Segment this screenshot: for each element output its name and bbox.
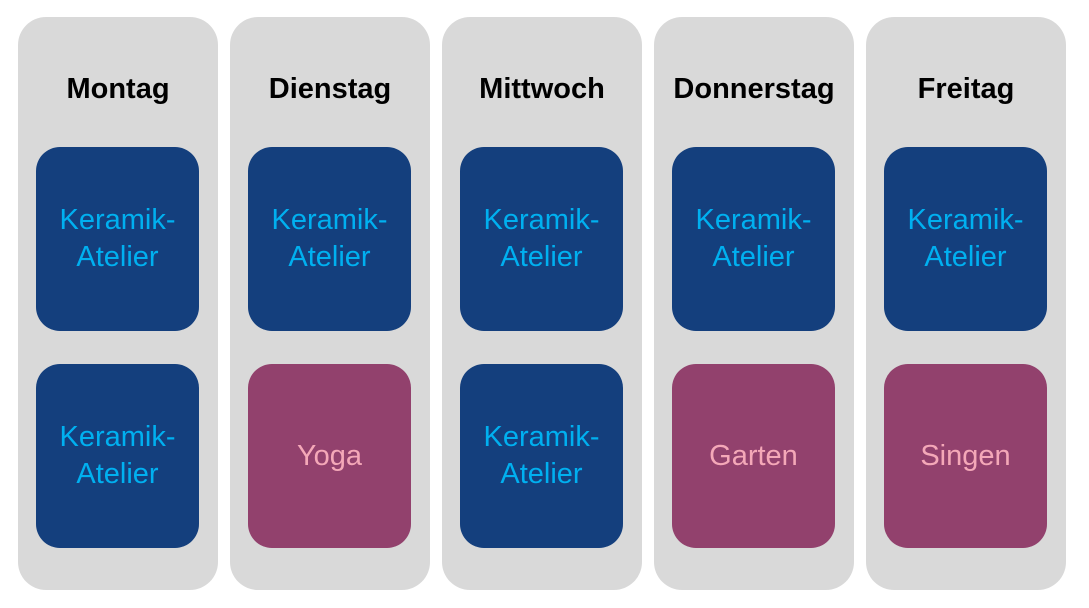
- activity-label: Keramik- Atelier: [59, 419, 175, 493]
- activity-label-line: Atelier: [76, 458, 159, 490]
- activity-label-line: Keramik-: [907, 204, 1024, 236]
- activity-card: Singen: [884, 364, 1047, 548]
- day-column-donnerstag: Donnerstag Keramik- Atelier Garten: [654, 17, 854, 590]
- activity-label: Keramik- Atelier: [695, 202, 811, 276]
- activity-label-line: Atelier: [500, 241, 583, 273]
- activity-card: Yoga: [248, 364, 411, 548]
- day-title: Dienstag: [268, 73, 392, 105]
- day-title: Donnerstag: [673, 73, 835, 105]
- activity-label-line: Atelier: [288, 241, 371, 273]
- activity-label: Keramik- Atelier: [907, 202, 1023, 276]
- activity-card: Keramik- Atelier: [460, 147, 623, 331]
- activity-label-line: Atelier: [76, 241, 159, 273]
- activity-label-line: Keramik-: [483, 421, 600, 453]
- activity-label-line: Garten: [709, 439, 798, 472]
- activity-label-line: Atelier: [712, 241, 795, 273]
- day-title: Mittwoch: [479, 73, 605, 105]
- activity-label-line: Atelier: [924, 241, 1007, 273]
- activity-label: Keramik- Atelier: [483, 419, 599, 493]
- activity-card: Keramik- Atelier: [36, 364, 199, 548]
- activity-label-line: Keramik-: [59, 204, 176, 236]
- activity-card: Keramik- Atelier: [36, 147, 199, 331]
- activity-label-line: Keramik-: [59, 421, 176, 453]
- activity-label-line: Singen: [920, 439, 1011, 472]
- activity-label: Keramik- Atelier: [59, 202, 175, 276]
- day-title: Freitag: [917, 73, 1015, 105]
- activity-card: Keramik- Atelier: [460, 364, 623, 548]
- activity-label: Yoga: [297, 438, 362, 475]
- activity-label-line: Atelier: [500, 458, 583, 490]
- activity-label-line: Yoga: [296, 439, 363, 472]
- day-column-mittwoch: Mittwoch Keramik- Atelier Keramik- Ateli…: [442, 17, 642, 590]
- day-title: Montag: [66, 73, 170, 105]
- day-column-montag: Montag Keramik- Atelier Keramik- Atelier: [18, 17, 218, 590]
- activity-card: Garten: [672, 364, 835, 548]
- day-column-dienstag: Dienstag Keramik- Atelier Yoga: [230, 17, 430, 590]
- activity-label: Singen: [920, 438, 1010, 475]
- activity-label-line: Keramik-: [271, 204, 388, 236]
- activity-label: Garten: [709, 438, 798, 475]
- activity-label-line: Keramik-: [695, 204, 812, 236]
- activity-card: Keramik- Atelier: [248, 147, 411, 331]
- activity-label: Keramik- Atelier: [483, 202, 599, 276]
- activity-card: Keramik- Atelier: [672, 147, 835, 331]
- activity-label-line: Keramik-: [483, 204, 600, 236]
- day-column-freitag: Freitag Keramik- Atelier Singen: [866, 17, 1066, 590]
- activity-card: Keramik- Atelier: [884, 147, 1047, 331]
- activity-label: Keramik- Atelier: [271, 202, 387, 276]
